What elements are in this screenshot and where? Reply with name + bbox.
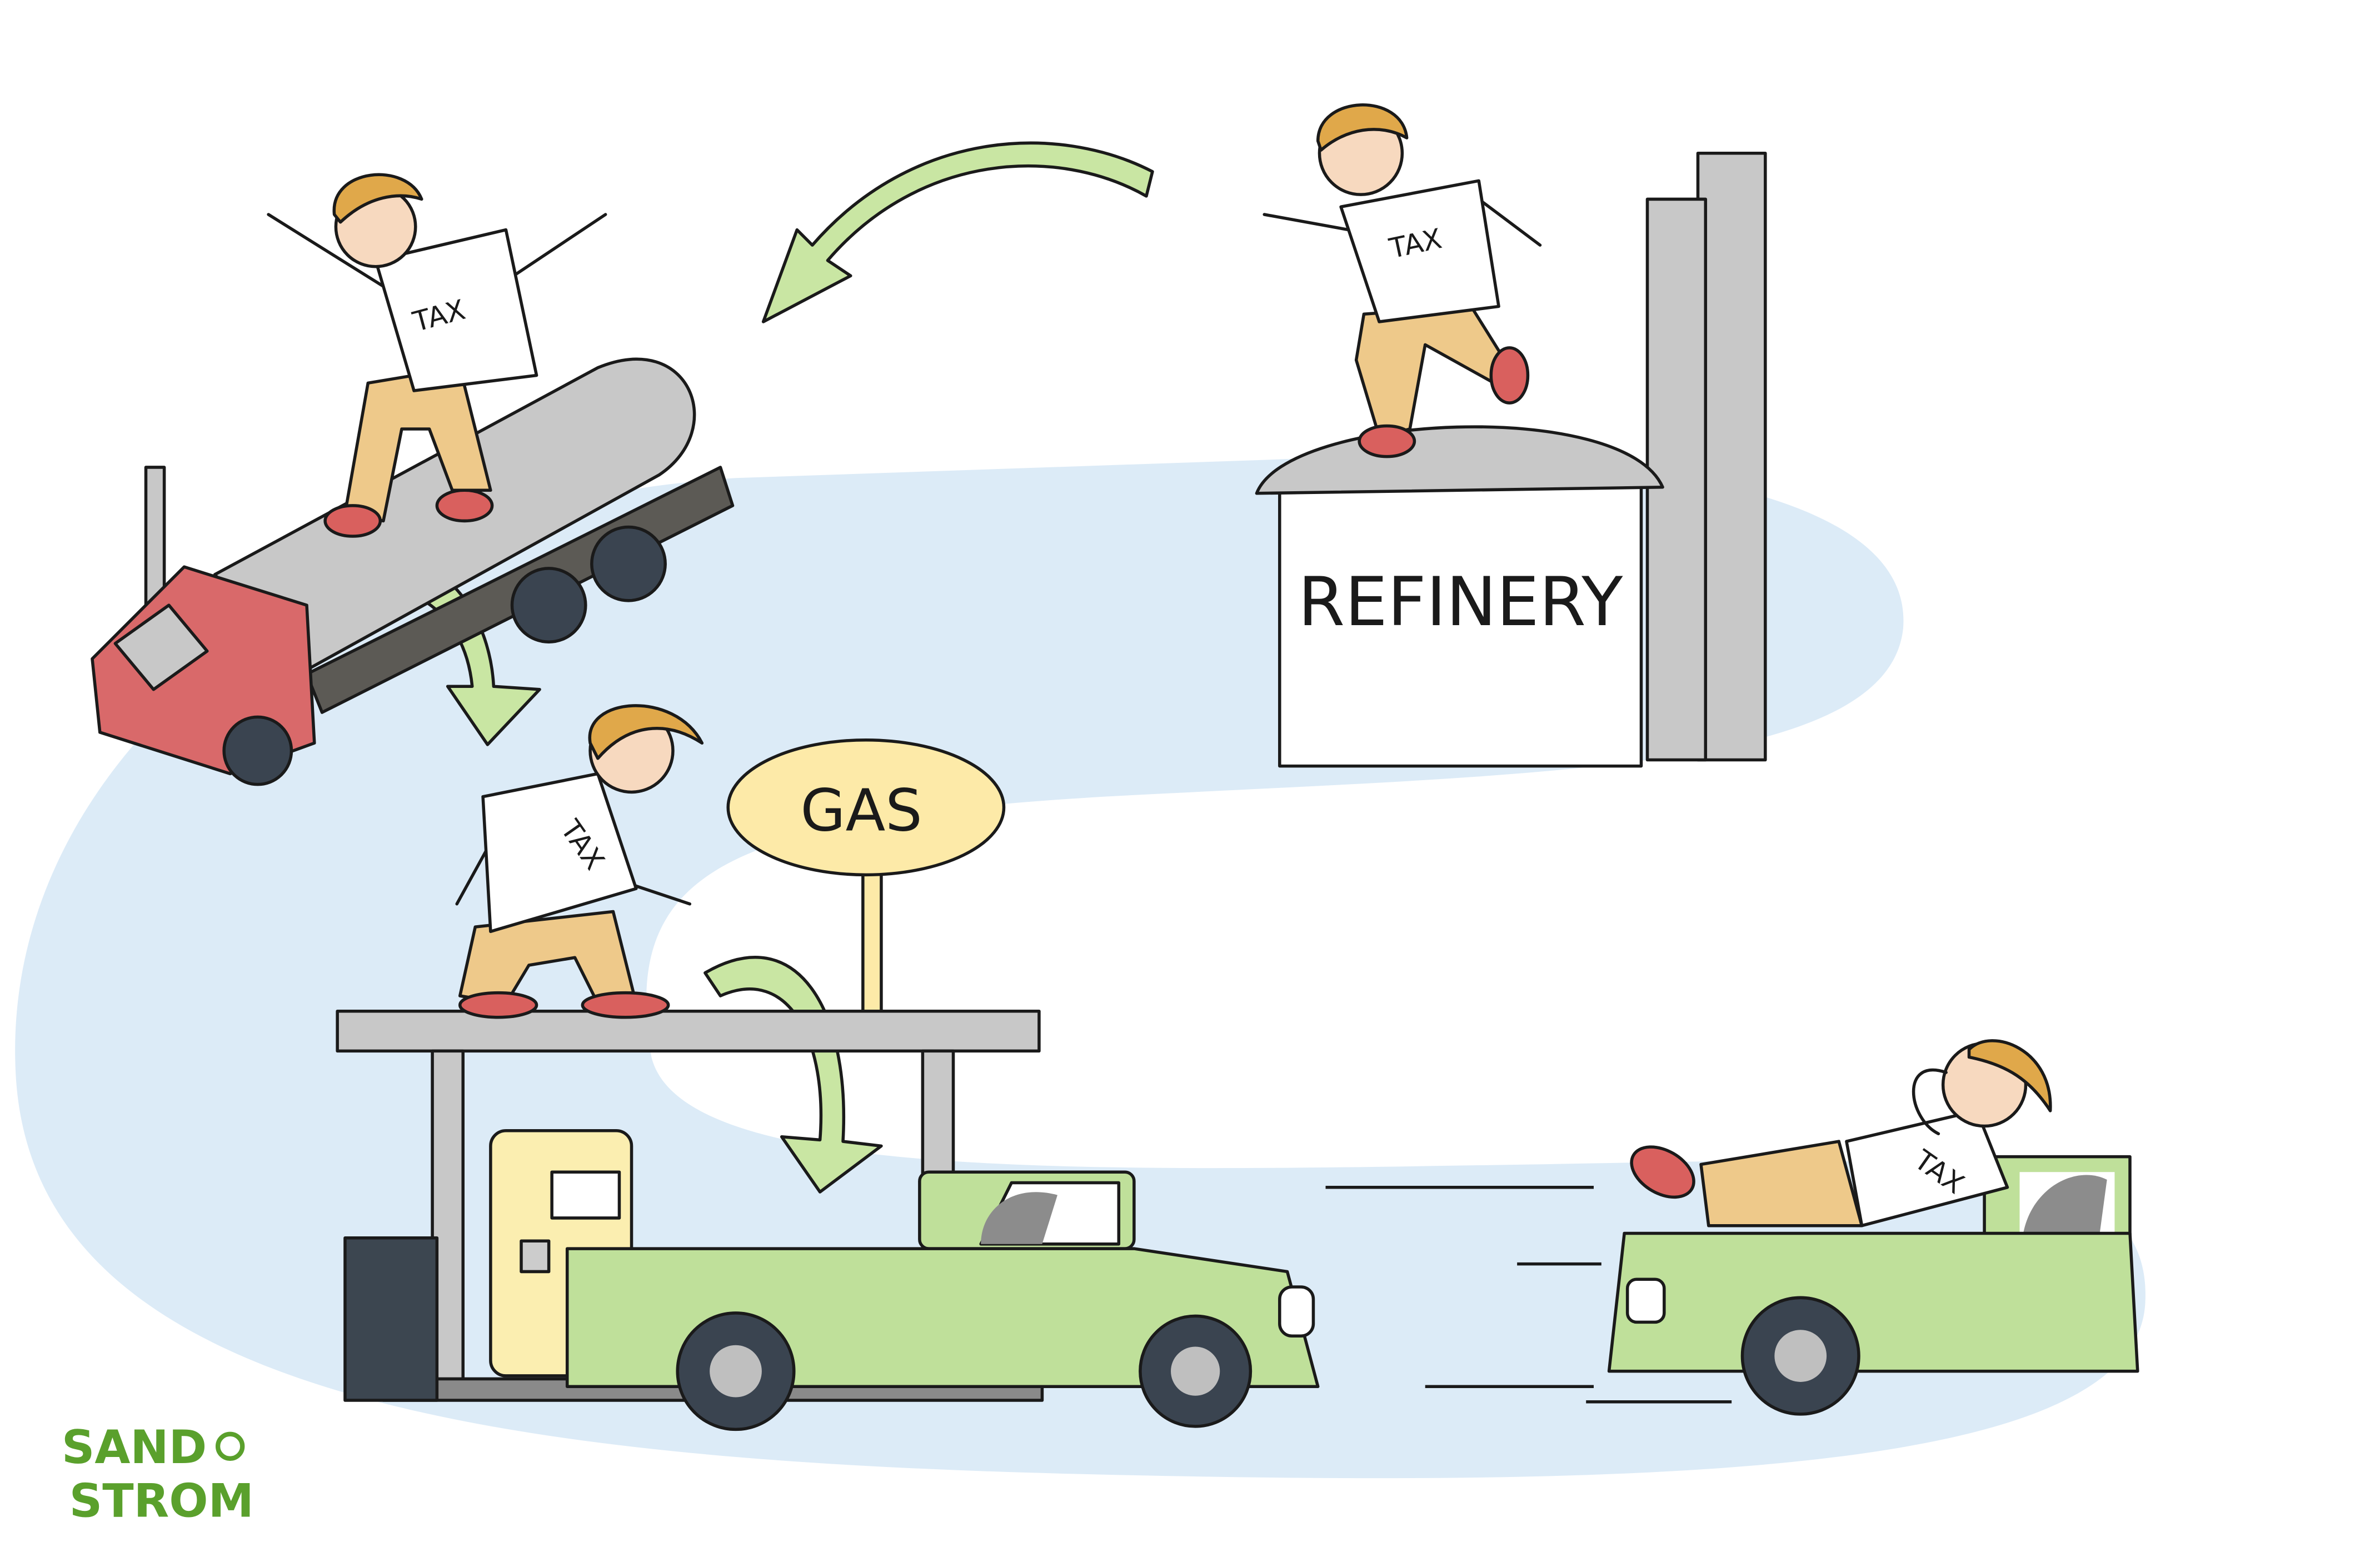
arrow-refinery-to-tanker (761, 141, 1154, 323)
arrow-station-to-pickup (703, 956, 883, 1194)
refinery-label: REFINERY (1298, 562, 1623, 641)
pickup-truck-at-pump (565, 1170, 1320, 1431)
gas-sign-label: GAS (800, 776, 922, 844)
trash-can (343, 1236, 439, 1402)
flower-icon (215, 1431, 245, 1461)
logo-line-1: SAND (62, 1420, 207, 1474)
tax-character-relaxing: TAX (1630, 1039, 2052, 1227)
pickup-truck-driving (1325, 1155, 2139, 1416)
tax-character-on-tanker: TAX (267, 173, 607, 538)
tax-character-on-refinery: TAX (1263, 103, 1542, 458)
logo-line-2: STROM (69, 1474, 254, 1528)
sandstrom-logo: SAND STROM (62, 1420, 254, 1528)
tax-character-on-canopy: TAX (455, 704, 704, 1019)
refinery: REFINERY (1255, 151, 1767, 768)
